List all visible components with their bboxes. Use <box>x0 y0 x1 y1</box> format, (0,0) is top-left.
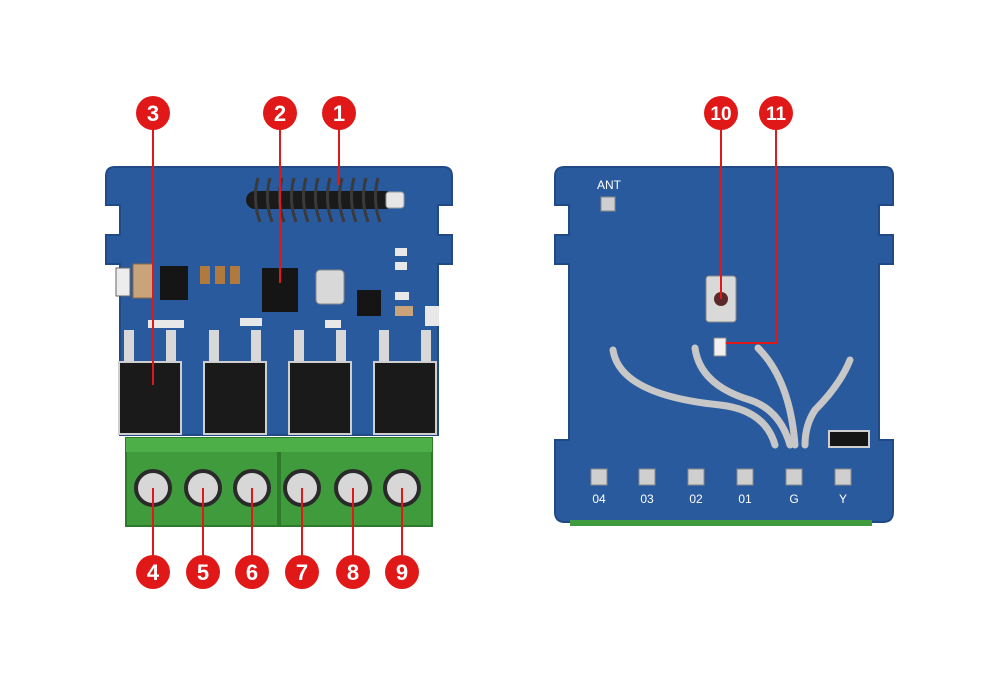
solder-pad <box>687 468 705 486</box>
callout-number: 1 <box>333 101 345 126</box>
pad-label: Y <box>839 492 847 506</box>
callout-9: 9 <box>385 555 419 589</box>
callout-6: 6 <box>235 555 269 589</box>
mosfet-group <box>118 330 437 435</box>
antenna-coil <box>246 177 405 223</box>
silver-traces <box>609 344 854 449</box>
callout-number: 6 <box>246 560 258 585</box>
callout-number: 11 <box>766 104 787 125</box>
smd-diode <box>828 430 870 448</box>
solder-pad <box>834 468 852 486</box>
solder-pad <box>590 468 608 486</box>
mosfet <box>288 330 352 435</box>
callout-5: 5 <box>186 555 220 589</box>
mosfet <box>118 330 182 435</box>
solder-pad <box>785 468 803 486</box>
antenna-label: ANT <box>597 178 622 192</box>
mosfet <box>373 330 437 435</box>
callout-1: 1 <box>322 96 356 130</box>
pad-label: 03 <box>640 492 654 506</box>
solder-pad <box>638 468 656 486</box>
callout-number: 3 <box>147 101 159 126</box>
callout-number: 9 <box>396 560 408 585</box>
callout-3: 3 <box>136 96 170 130</box>
crystal-oscillator <box>315 269 345 305</box>
solder-pads <box>590 468 852 486</box>
back-board: ANT 04 03 02 0 <box>554 96 894 526</box>
pad-label: 01 <box>738 492 752 506</box>
callout-2: 2 <box>263 96 297 130</box>
callout-11: 11 <box>759 96 793 130</box>
callout-10: 10 <box>704 96 738 130</box>
callout-number: 2 <box>274 101 286 126</box>
back-leader-lines <box>720 113 777 344</box>
pad-label: G <box>789 492 798 506</box>
callout-number: 8 <box>347 560 359 585</box>
antenna-pad <box>600 196 616 212</box>
callout-8: 8 <box>336 555 370 589</box>
callout-number: 5 <box>197 560 209 585</box>
pad-label: 02 <box>689 492 703 506</box>
solder-pad <box>736 468 754 486</box>
callout-number: 7 <box>296 560 308 585</box>
callout-number: 10 <box>710 104 731 125</box>
mosfet <box>203 330 267 435</box>
pad-label: 04 <box>592 492 606 506</box>
small-ic <box>357 290 381 316</box>
front-board: 1 2 3 4 5 6 7 8 <box>105 96 453 589</box>
pad-labels: 04 03 02 01 G Y <box>592 492 847 506</box>
callout-7: 7 <box>285 555 319 589</box>
callout-number: 4 <box>147 560 160 585</box>
status-led <box>713 337 727 357</box>
callout-4: 4 <box>136 555 170 589</box>
